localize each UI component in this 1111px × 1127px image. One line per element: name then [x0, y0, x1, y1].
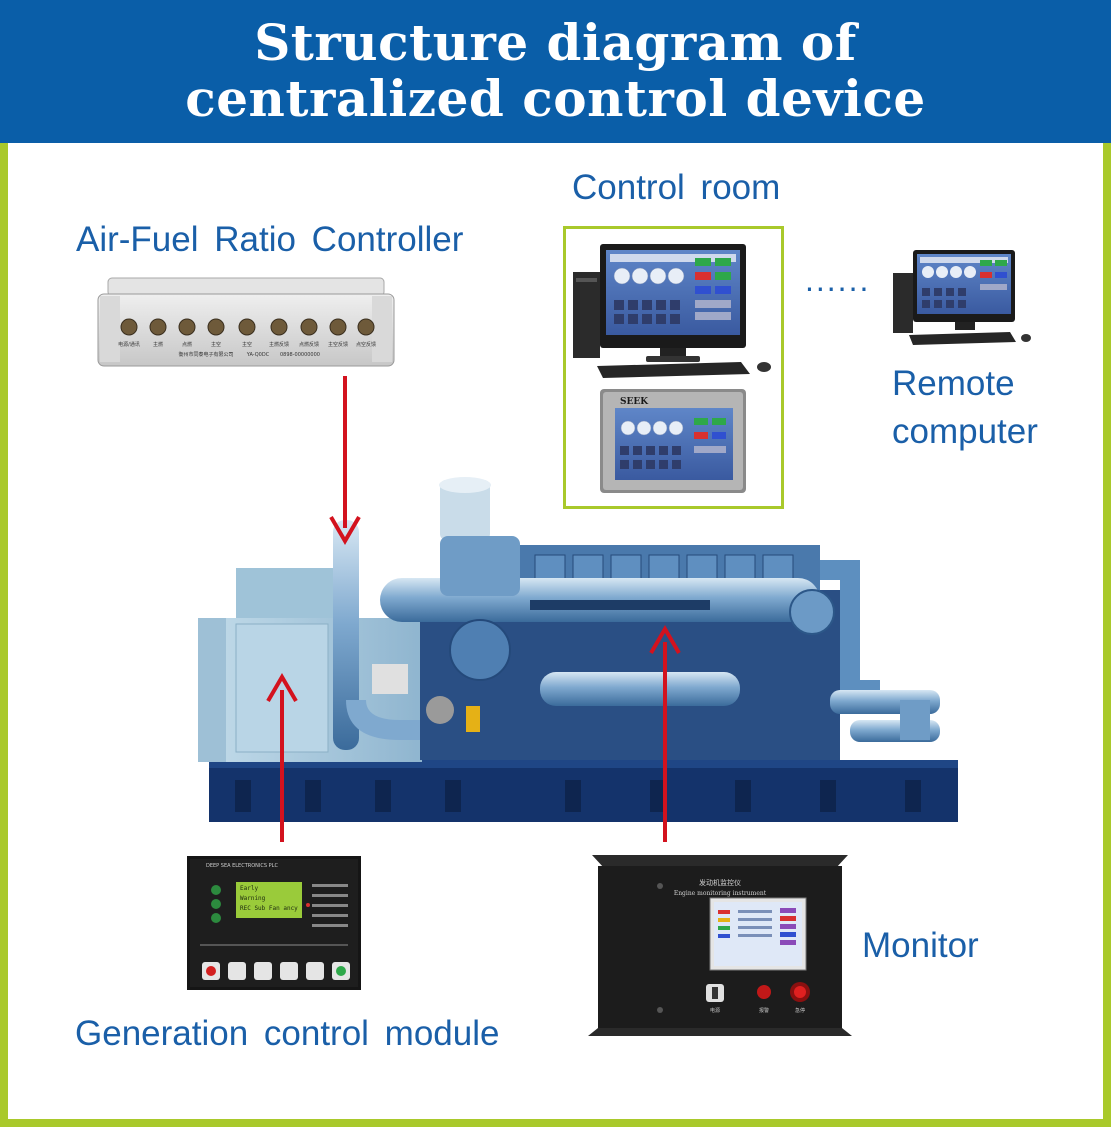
afr-port-label-1: 电源/通讯 — [118, 341, 140, 348]
generation-control-module-label: Generation control module — [75, 1014, 500, 1053]
arrow-gcm-to-generator — [266, 673, 298, 842]
monitor-alarm-label: 报警 — [759, 1007, 769, 1014]
gcm-brand-text: DEEP SEA ELECTRONICS PLC — [206, 863, 278, 869]
remote-computer-desktop — [893, 250, 1031, 345]
afr-port-label-7: 点燃反馈 — [299, 341, 319, 348]
control-room-box — [563, 226, 784, 509]
control-room-desktop — [573, 244, 771, 378]
monitor-estop-label: 急停 — [795, 1007, 805, 1014]
gcm-display-line-1: Early — [240, 885, 258, 892]
afr-port-label-5: 主空 — [242, 341, 252, 348]
remote-computer-label-line1: Remote — [892, 364, 1015, 403]
monitor-label: Monitor — [862, 926, 979, 965]
afr-phone-text: 0898-00000000 — [280, 352, 320, 358]
air-fuel-ratio-controller: 电源/通讯 主燃 点燃 主空 主空 主燃反馈 点燃反馈 主空反馈 点空反馈 衡州… — [97, 277, 395, 367]
afr-port-label-4: 主空 — [211, 341, 221, 348]
afr-port-label-9: 点空反馈 — [356, 341, 376, 348]
generation-control-module: DEEP SEA ELECTRONICS PLC Early Warning R… — [187, 856, 361, 990]
title-line-2: centralized control device — [185, 69, 926, 128]
title-line-1: Structure diagram of — [254, 13, 857, 72]
diagram-frame — [0, 143, 1111, 1127]
afr-port-label-3: 点燃 — [182, 341, 192, 348]
generator-set — [198, 477, 958, 822]
monitor-power-label: 电源 — [710, 1007, 720, 1014]
monitor-cabinet: 发动机监控仪 Engine monitoring instrument 电源 报… — [588, 855, 852, 1036]
title-banner: Structure diagram of centralized control… — [0, 0, 1111, 143]
gcm-display-line-2: Warning — [240, 895, 266, 902]
afr-company-text: 衡州市同泰电子有限公司 — [178, 351, 233, 358]
seek-touch-panel: SEEK — [600, 389, 746, 493]
afr-model-text: YA-Q0DC — [246, 352, 270, 358]
monitor-title-en: Engine monitoring instrument — [674, 890, 767, 897]
connection-arrows — [266, 376, 681, 842]
control-room-label: Control room — [572, 168, 781, 207]
afr-port-label-6: 主燃反馈 — [269, 341, 289, 348]
seek-brand-text: SEEK — [620, 397, 649, 407]
air-fuel-ratio-controller-label: Air-Fuel Ratio Controller — [76, 220, 464, 259]
ellipsis-dots: ...... — [805, 262, 871, 298]
arrow-afr-to-engine — [329, 376, 361, 545]
gcm-display-line-3: REC Sub Fan ancy — [240, 905, 298, 912]
remote-computer-label-line2: computer — [892, 412, 1038, 451]
arrow-monitor-to-engine — [649, 625, 681, 842]
afr-port-label-8: 主空反馈 — [328, 341, 348, 348]
afr-port-label-2: 主燃 — [153, 341, 163, 348]
monitor-title-cn: 发动机监控仪 — [699, 878, 741, 887]
afr-connector-ports — [120, 318, 375, 336]
